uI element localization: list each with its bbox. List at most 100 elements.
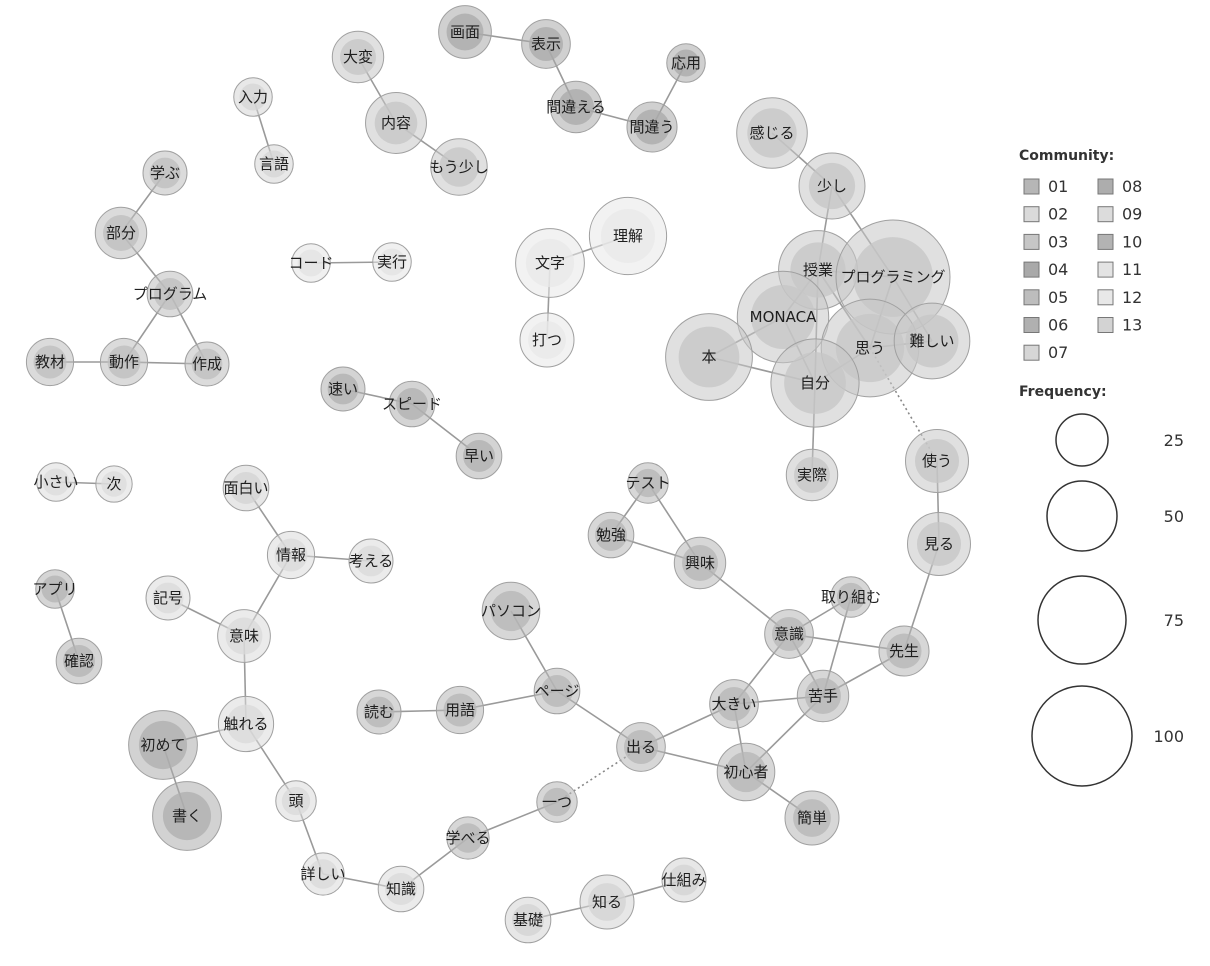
node-sensei: 先生	[878, 625, 930, 677]
node-core	[542, 787, 572, 817]
node-hyouji: 表示	[521, 19, 571, 69]
node-label: 意識	[774, 625, 804, 643]
node-label: 考える	[349, 552, 394, 570]
legend: Community:01020304050607080910111213Freq…	[1019, 148, 1184, 787]
node-core	[808, 162, 856, 210]
node-core	[793, 799, 831, 837]
node-label: 取り組む	[821, 588, 881, 606]
node-dousa: 動作	[99, 337, 149, 387]
node-core	[230, 472, 262, 504]
node-core	[162, 791, 212, 841]
node-kangaeru: 考える	[348, 538, 394, 584]
community-swatch-11	[1097, 261, 1114, 278]
node-kyoumi: 興味	[673, 536, 727, 590]
node-core	[600, 208, 656, 264]
node-core	[226, 704, 266, 744]
node-hayai1: 速い	[320, 366, 366, 412]
node-core	[154, 278, 186, 310]
node-code: コード	[288, 243, 334, 283]
node-label: 大変	[343, 48, 373, 66]
node-label: 打つ	[532, 331, 562, 349]
community-swatch-09	[1097, 206, 1114, 223]
node-label: 見る	[924, 535, 954, 553]
node-core	[716, 686, 752, 722]
node-core	[191, 348, 223, 380]
node-core	[528, 26, 564, 62]
node-page: ページ	[533, 667, 581, 715]
node-jibun: 自分	[770, 338, 860, 428]
community-label-09: 09	[1122, 205, 1142, 224]
community-swatch-04	[1023, 261, 1040, 278]
node-label: 間違う	[629, 118, 674, 136]
node-mousukoshi: もう少し	[429, 138, 489, 196]
community-label-11: 11	[1122, 260, 1142, 279]
node-rikai: 理解	[588, 196, 668, 276]
node-core	[528, 321, 566, 359]
community-label-03: 03	[1048, 232, 1068, 251]
community-swatch-06	[1023, 317, 1040, 333]
node-label: パソコン	[481, 602, 541, 620]
community-label-05: 05	[1048, 288, 1068, 307]
node-atama: 頭	[275, 780, 317, 822]
node-shiru: 知る	[579, 874, 635, 930]
node-label: 出る	[626, 738, 656, 756]
community-label-13: 13	[1122, 316, 1142, 335]
node-label: 表示	[531, 35, 561, 53]
node-miru: 見る	[907, 512, 971, 576]
node-core	[747, 108, 797, 158]
frequency-label-100: 100	[1153, 727, 1184, 746]
node-label: プログラミング	[840, 268, 945, 286]
community-label-06: 06	[1048, 316, 1068, 335]
frequency-circle-50	[1046, 480, 1118, 552]
node-label: 触れる	[223, 715, 268, 733]
node-core	[281, 786, 311, 816]
node-kaku: 書く	[152, 781, 222, 851]
node-gamen: 画面	[438, 5, 492, 59]
node-label: 速い	[328, 380, 358, 398]
node-core	[914, 438, 960, 484]
node-label: 部分	[106, 224, 136, 242]
node-core	[595, 519, 627, 551]
node-label: テスト	[625, 474, 670, 492]
node-label: 実際	[797, 466, 827, 484]
node-label: 基礎	[513, 911, 543, 929]
node-label: スピード	[382, 395, 442, 413]
node-core	[355, 545, 387, 577]
node-hitotsu: 一つ	[536, 781, 578, 823]
node-core	[490, 590, 532, 632]
node-core	[836, 582, 866, 612]
node-test: テスト	[625, 462, 671, 504]
community-label-12: 12	[1122, 288, 1142, 307]
community-swatch-12	[1097, 289, 1114, 306]
node-hayai2: 早い	[455, 432, 503, 480]
node-core	[446, 13, 484, 51]
node-label: 内容	[381, 114, 411, 132]
node-core	[327, 373, 359, 405]
node-label: 面白い	[223, 479, 268, 497]
node-label: 興味	[685, 554, 715, 572]
node-label: 仕組み	[661, 871, 706, 889]
node-monaca: MONACA	[736, 270, 830, 364]
node-core	[239, 83, 267, 111]
node-core	[678, 326, 740, 388]
node-label: 詳しい	[300, 865, 345, 883]
node-kiso: 基礎	[504, 896, 552, 944]
node-nigate: 苦手	[796, 669, 850, 723]
node-yomu: 読む	[356, 689, 402, 735]
community-swatch-01	[1023, 178, 1040, 195]
node-core	[396, 388, 428, 420]
community-swatch-02	[1023, 206, 1040, 223]
node-core	[260, 150, 288, 178]
node-label: もう少し	[429, 158, 489, 176]
node-label: 簡単	[797, 809, 827, 827]
node-label: 教材	[35, 353, 65, 371]
community-swatch-13	[1097, 317, 1114, 333]
node-label: 本	[701, 348, 716, 366]
frequency-label-50: 50	[1164, 507, 1184, 526]
node-core	[634, 109, 670, 145]
node-label: アプリ	[32, 580, 77, 598]
community-label-10: 10	[1122, 232, 1142, 251]
node-kakunin: 確認	[55, 637, 103, 685]
node-label: ページ	[535, 682, 580, 700]
node-label: 動作	[109, 353, 139, 371]
